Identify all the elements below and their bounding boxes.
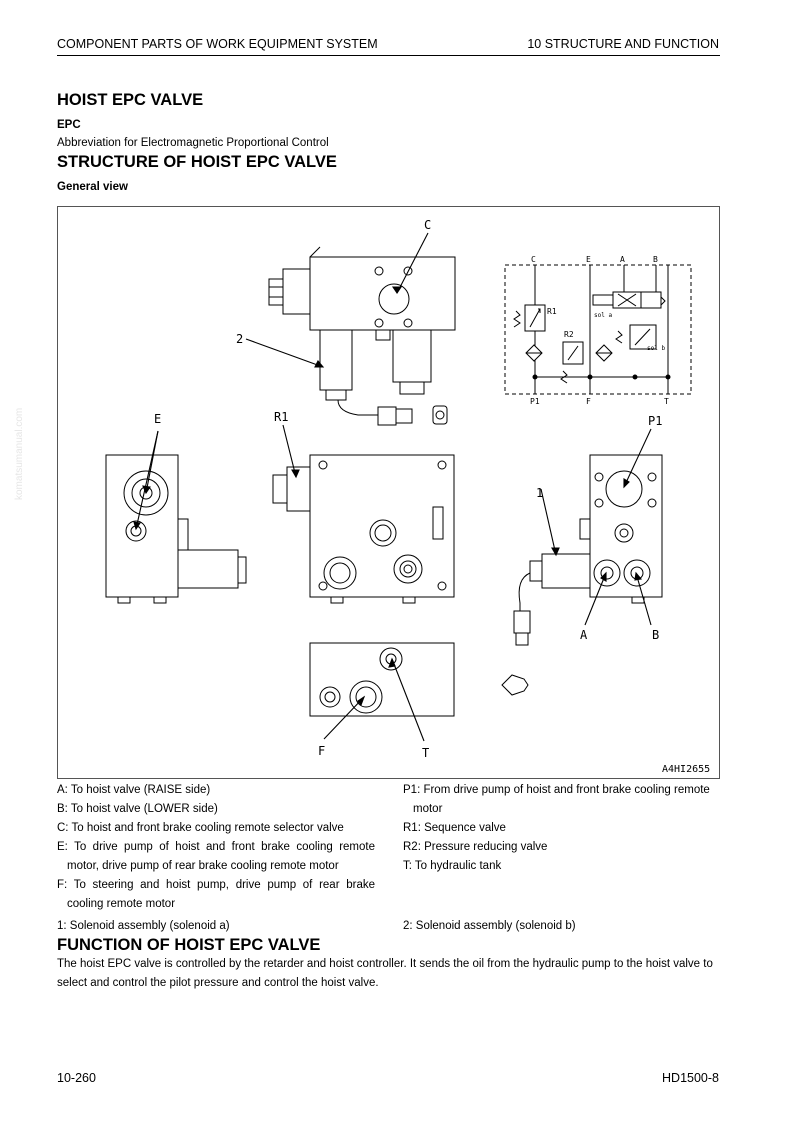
legend-solenoid-1: 1: Solenoid assembly (solenoid a)	[57, 920, 230, 932]
legend-item-r1: R1: Sequence valve	[403, 822, 506, 834]
page-title: HOIST EPC VALVE	[57, 91, 204, 109]
legend-item-p1: P1: From drive pump of hoist and front b…	[403, 784, 710, 815]
legend-item-r2: R2: Pressure reducing valve	[403, 841, 548, 853]
schematic-label-c: C	[531, 255, 536, 264]
footer-model: HD1500-8	[662, 1071, 719, 1085]
callout-t: T	[422, 746, 429, 760]
schematic-label-t: T	[664, 397, 669, 406]
callout-c: C	[424, 218, 431, 232]
legend-item-b: B: To hoist valve (LOWER side)	[57, 803, 218, 815]
schematic-label-p1: P1	[530, 397, 540, 406]
general-view-figure: C 2 E R1 P1 1 A B F T A4HI2655 C E A B R…	[57, 206, 720, 779]
schematic-label-e: E	[586, 255, 591, 264]
structure-heading: STRUCTURE OF HOIST EPC VALVE	[57, 153, 337, 171]
callout-a: A	[580, 628, 588, 642]
schematic-label-r1: R1	[547, 307, 557, 316]
legend-solenoid-2: 2: Solenoid assembly (solenoid b)	[403, 920, 576, 932]
callout-e: E	[154, 412, 161, 426]
front-view-drawing	[272, 454, 455, 604]
schematic-label-b: B	[653, 255, 658, 264]
header-section-title: COMPONENT PARTS OF WORK EQUIPMENT SYSTEM	[57, 37, 378, 51]
general-view-label: General view	[57, 181, 128, 193]
legend-right: P1: From drive pump of hoist and front b…	[403, 781, 721, 876]
schematic-label-f: F	[586, 397, 591, 406]
hydraulic-schematic	[504, 264, 692, 395]
schematic-label-a: A	[620, 255, 625, 264]
callout-1: 1	[536, 486, 543, 500]
function-paragraph: The hoist EPC valve is controlled by the…	[57, 958, 713, 989]
legend-item-e: E: To drive pump of hoist and front brak…	[57, 841, 375, 872]
callout-r1: R1	[274, 410, 288, 424]
callout-p1: P1	[648, 414, 662, 428]
footer-page-number: 10-260	[57, 1071, 96, 1085]
callout-f: F	[318, 744, 325, 758]
header-rule	[57, 55, 720, 56]
epc-label: EPC	[57, 119, 81, 131]
bottom-view-drawing	[309, 642, 455, 717]
header-chapter-title: 10 STRUCTURE AND FUNCTION	[527, 37, 719, 51]
figure-code: A4HI2655	[662, 764, 710, 775]
legend-item-a: A: To hoist valve (RAISE side)	[57, 784, 211, 796]
leader-lines	[133, 232, 652, 742]
schematic-label-sol-a: sol a	[594, 312, 612, 319]
top-valve-drawing	[268, 246, 456, 426]
left-side-view-drawing	[105, 454, 247, 604]
legend-item-t: T: To hydraulic tank	[403, 860, 502, 872]
epc-definition: Abbreviation for Electromagnetic Proport…	[57, 137, 329, 149]
legend-item-c: C: To hoist and front brake cooling remo…	[57, 822, 344, 834]
callout-2: 2	[236, 332, 243, 346]
schematic-label-sol-b: sol b	[647, 345, 665, 352]
function-heading: FUNCTION OF HOIST EPC VALVE	[57, 936, 321, 954]
callout-b: B	[652, 628, 659, 642]
right-side-view-drawing	[501, 454, 663, 696]
legend-item-f: F: To steering and hoist pump, drive pum…	[57, 879, 375, 910]
watermark: komatsumanual.com	[14, 407, 25, 500]
schematic-label-r2: R2	[564, 330, 574, 339]
legend-left: A: To hoist valve (RAISE side) B: To hoi…	[57, 781, 375, 914]
